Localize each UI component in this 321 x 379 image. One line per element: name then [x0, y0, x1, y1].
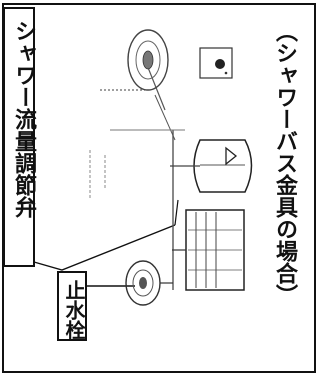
valve-leader-line — [33, 224, 176, 271]
valve-label-box — [3, 7, 35, 267]
stop-valve-label: 止水栓 — [62, 280, 86, 340]
diagram-title: （シャワーバス金具の場合） — [272, 20, 297, 306]
diagram-frame — [2, 3, 316, 373]
shower-flow-valve-label: シャワー流量調節弁 — [11, 20, 36, 218]
shower-head — [127, 29, 169, 91]
flow-valve-body — [193, 139, 253, 193]
stopvalve-label-box — [57, 271, 87, 341]
